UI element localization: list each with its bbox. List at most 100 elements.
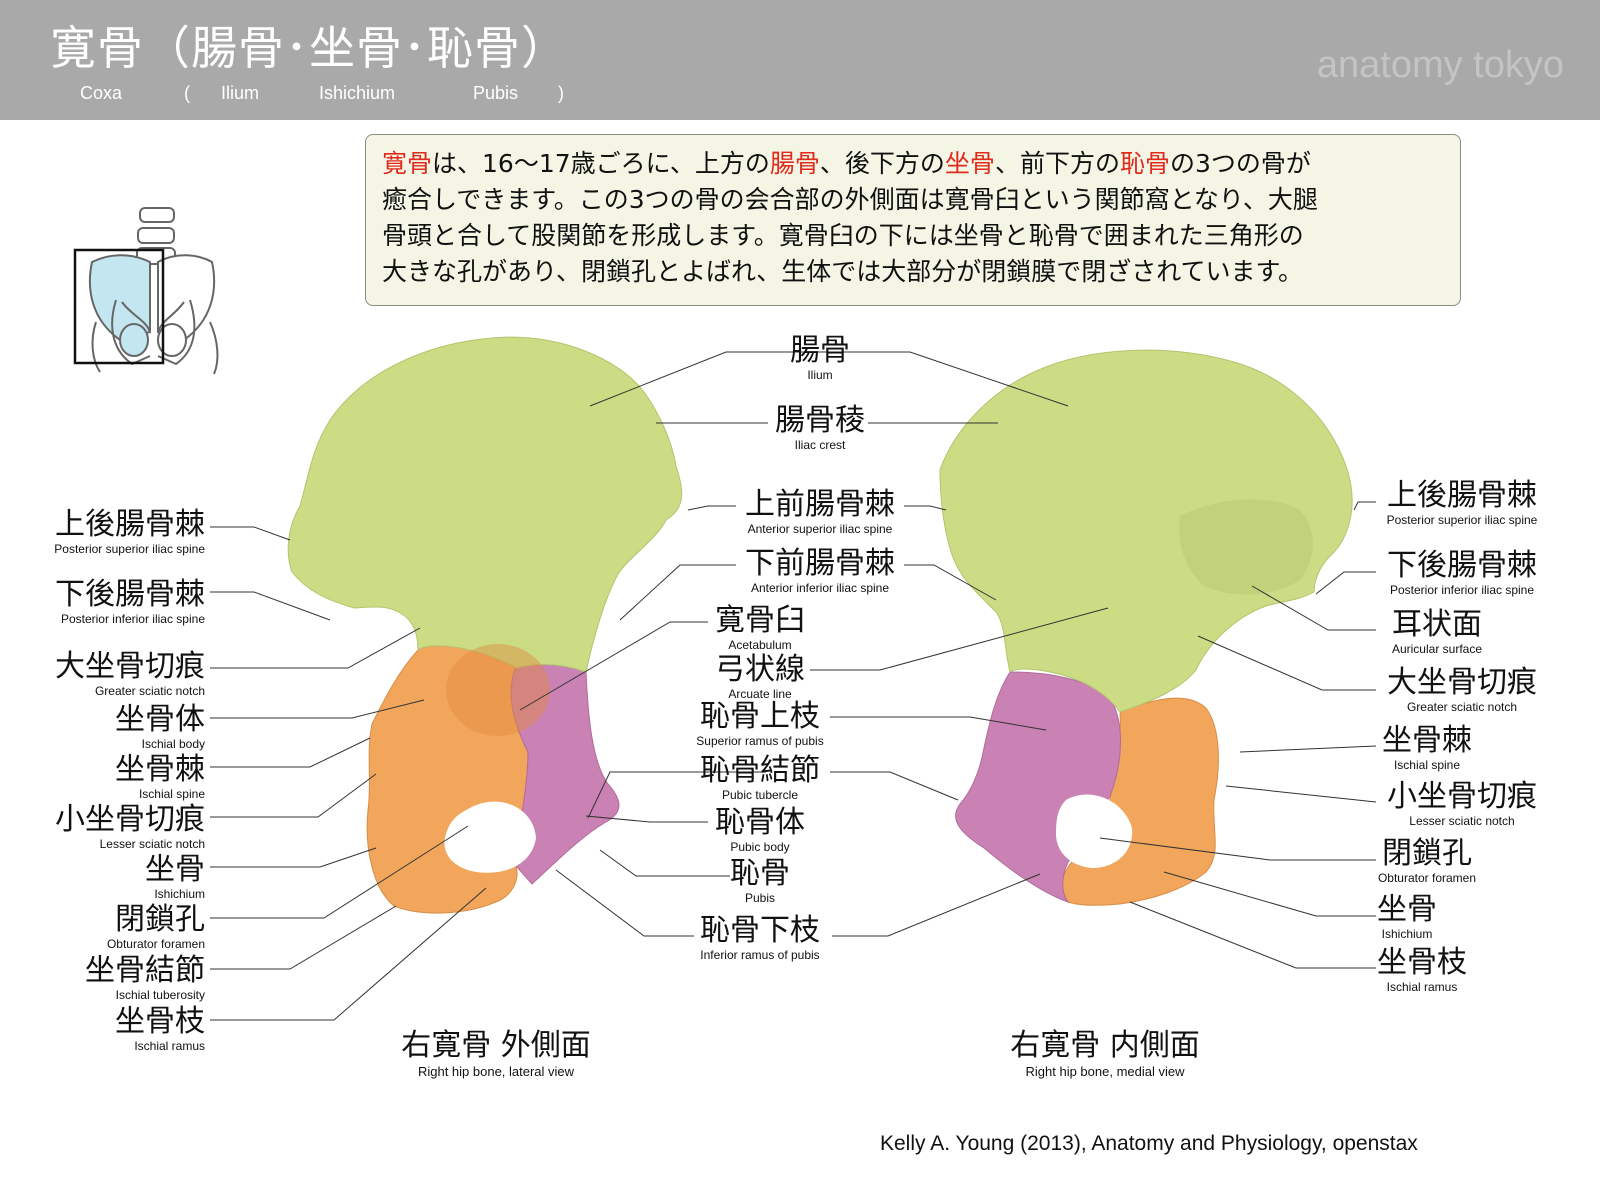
- subtitle-paren-open: (: [184, 83, 190, 103]
- page-title: 寛骨（腸骨･坐骨･恥骨）: [50, 21, 568, 75]
- leader-line: [830, 716, 1047, 731]
- leader-line: [585, 815, 708, 823]
- leader-line: [587, 771, 766, 819]
- leader-line: [830, 771, 959, 801]
- leader-line: [904, 505, 947, 511]
- leader-line: [1099, 837, 1376, 861]
- intro-text-segment: 大きな孔があり、閉鎖孔とよばれ、生体では大部分が閉鎖膜で閉ざされています。: [382, 257, 1304, 286]
- subtitle-paren-close: ): [558, 83, 564, 103]
- lateral-view-bone: [287, 336, 683, 914]
- brand-watermark: anatomy tokyo: [1316, 44, 1564, 86]
- leader-line: [832, 873, 1041, 937]
- leader-line: [1197, 635, 1376, 691]
- leader-line: [810, 607, 1109, 671]
- acetabulum-lateral: [446, 644, 550, 736]
- subtitle-ishichium: Ishichium: [319, 83, 396, 103]
- leader-line: [210, 699, 425, 719]
- leader-line: [1163, 871, 1376, 917]
- ilium-region-lateral: [287, 336, 683, 673]
- leader-line: [210, 526, 291, 541]
- leader-line: [589, 351, 768, 407]
- intro-line: 大きな孔があり、閉鎖孔とよばれ、生体では大部分が閉鎖膜で閉ざされています。: [382, 254, 1444, 290]
- intro-description-box: 寛骨は、16〜17歳ごろに、上方の腸骨、後下方の坐骨、前下方の恥骨の3つの骨が癒…: [365, 134, 1461, 306]
- leader-line: [599, 849, 730, 877]
- ilium-region-medial: [939, 349, 1353, 713]
- medial-view-bone: [939, 349, 1353, 906]
- leader-line: [1353, 501, 1376, 511]
- leader-line: [519, 621, 708, 711]
- leader-line: [210, 627, 421, 669]
- leader-line: [1251, 585, 1376, 631]
- leader-lines: [210, 351, 1377, 1021]
- intro-text-segment: の3つの骨が: [1169, 149, 1311, 178]
- obturator-foramen-medial: [1056, 794, 1133, 868]
- intro-text-segment: 、後下方の: [819, 149, 945, 178]
- leader-line: [210, 887, 487, 1021]
- subtitle-pubis: Pubis: [473, 83, 519, 103]
- intro-line: 骨頭と合して股関節を形成します。寛骨臼の下には坐骨と恥骨で囲まれた三角形の: [382, 218, 1444, 254]
- leader-line: [687, 505, 736, 511]
- leader-line: [1315, 571, 1376, 595]
- leader-line: [210, 825, 469, 919]
- leader-line: [555, 869, 694, 937]
- leader-line: [210, 737, 371, 768]
- leader-line: [210, 591, 331, 621]
- intro-text-segment: 骨頭と合して股関節を形成します。寛骨臼の下には坐骨と恥骨で囲まれた三角形の: [382, 221, 1304, 250]
- intro-highlight-term: 寛骨: [382, 149, 433, 178]
- source-credit: Kelly A. Young (2013), Anatomy and Physi…: [880, 1132, 1418, 1155]
- intro-line: 寛骨は、16〜17歳ごろに、上方の腸骨、後下方の坐骨、前下方の恥骨の3つの骨が: [382, 146, 1444, 182]
- leader-line: [210, 773, 377, 818]
- intro-line: 癒合しできます。この3つの骨の会合部の外側面は寛骨臼という関節窩となり、大腿: [382, 182, 1444, 218]
- leader-line: [768, 351, 1069, 407]
- subtitle-coxa: Coxa: [80, 83, 123, 103]
- auricular-surface-medial: [1179, 499, 1313, 595]
- leader-line: [210, 847, 377, 868]
- leader-line: [1225, 785, 1377, 803]
- obturator-foramen-lateral: [444, 801, 536, 873]
- pelvis-thumbnail-icon: [73, 207, 219, 375]
- subtitle-ilium: Ilium: [221, 83, 260, 103]
- leader-line: [210, 905, 397, 970]
- header-bar: 寛骨（腸骨･坐骨･恥骨） Coxa ( Ilium Ishichium Pubi…: [0, 0, 1600, 120]
- intro-text-segment: は、16〜17歳ごろに、上方の: [432, 149, 770, 178]
- leader-line: [1239, 745, 1377, 753]
- leader-line: [619, 564, 736, 621]
- leader-line: [1129, 901, 1376, 969]
- leader-line: [904, 564, 997, 601]
- intro-text-segment: 癒合しできます。この3つの骨の会合部の外側面は寛骨臼という関節窩となり、大腿: [382, 185, 1318, 214]
- intro-highlight-term: 恥骨: [1119, 149, 1170, 178]
